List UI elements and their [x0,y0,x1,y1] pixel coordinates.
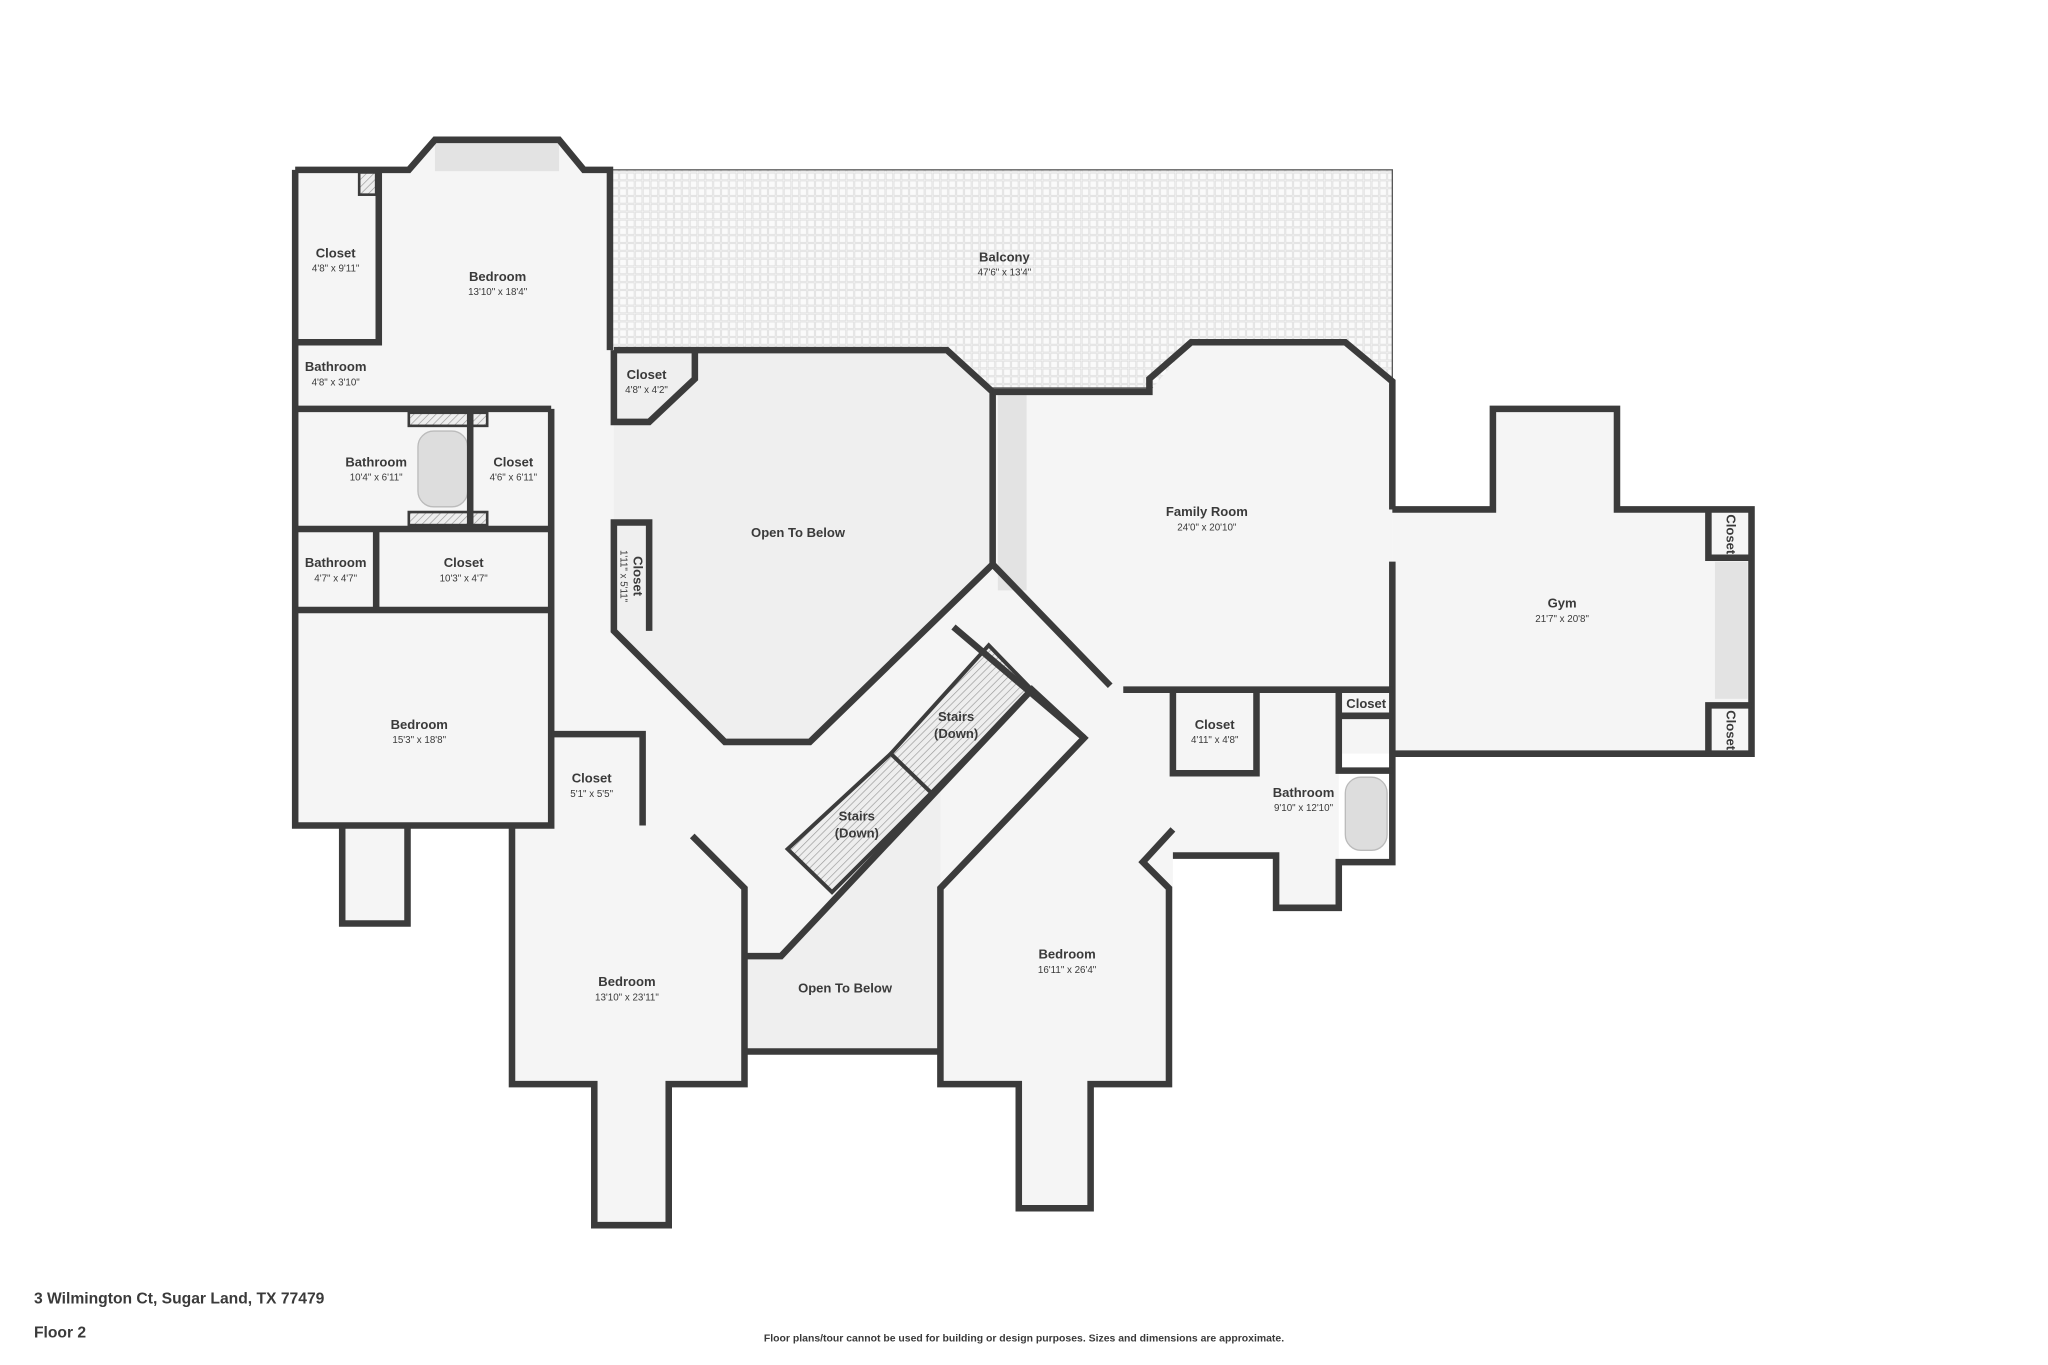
room-name: Open To Below [751,525,846,540]
walls [291,136,1755,1229]
room-dims: 47'6" x 13'4" [978,268,1032,279]
room-name: Bedroom [469,269,526,284]
stairs-label: Stairs [938,709,974,724]
room-dims: 1'11" x 5'11" [617,550,628,603]
room-dims: 15'3" x 18'8" [392,735,446,746]
room-dims: 24'0" x 20'10" [1177,522,1237,533]
room-name: Bathroom [1273,785,1335,800]
room-name: Closet [630,556,645,597]
room-name: Family Room [1166,504,1248,519]
bay-shade [434,142,560,172]
disclaimer: Floor plans/tour cannot be used for buil… [764,1333,1284,1344]
gym-shade [1714,561,1748,699]
room-name: Bathroom [305,359,367,374]
room-dims: 9'10" x 12'10" [1274,803,1334,814]
stairs-label: Stairs [839,808,875,823]
room-name: Open To Below [798,981,893,996]
shaft [357,171,378,196]
room-name: Bedroom [598,974,655,989]
room-dims: 4'8" x 4'2" [625,385,668,396]
property-address: 3 Wilmington Ct, Sugar Land, TX 77479 [34,1291,325,1308]
room-dims: 16'11" x 26'4" [1038,965,1097,976]
room-dims: 5'1" x 5'5" [570,789,613,800]
room-name: Closet [444,555,485,570]
room-dims: 4'8" x 3'10" [312,377,361,388]
room-dims: 4'11" x 4'8" [1191,735,1239,746]
room-name: Closet [316,245,357,260]
room-dims: 4'8" x 9'11" [312,264,360,275]
stairs-label: (Down) [835,825,879,840]
room-name: Bathroom [305,555,367,570]
shaft [407,411,489,428]
room-name: Closet [572,770,613,785]
room-dims: 13'10" x 18'4" [468,287,528,298]
floor-label: Floor 2 [34,1325,86,1342]
room-name: Gym [1548,595,1577,610]
room-name: Closet [1724,514,1739,555]
room-name: Bedroom [1038,947,1095,962]
room-name: Closet [493,454,534,469]
family-shade [997,394,1027,591]
room-name: Balcony [979,249,1030,264]
room-name: Bathroom [345,454,407,469]
shaft [407,510,489,527]
room-name: Closet [627,367,668,382]
room-dims: 10'3" x 4'7" [440,573,489,584]
room-name: Closet [1346,696,1387,711]
open-to-below-lower [744,790,941,1052]
room-name: Closet [1724,710,1739,751]
room-dims: 13'10" x 23'11" [595,993,659,1004]
room-dims: 4'7" x 4'7" [314,573,357,584]
room-name: Bedroom [391,717,448,732]
bathtub-icon [1344,776,1388,851]
room-dims: 21'7" x 20'8" [1535,614,1589,625]
stairs-label: (Down) [934,726,978,741]
room-dims: 4'6" x 6'11" [490,473,538,484]
room-dims: 10'4" x 6'11" [350,473,403,484]
open-to-below-upper [613,350,993,742]
room-name: Closet [1195,717,1236,732]
room-labels: Closet 4'8" x 9'11" Bedroom 13'10" x 18'… [305,245,1739,1003]
bathtub-icon [417,430,469,508]
